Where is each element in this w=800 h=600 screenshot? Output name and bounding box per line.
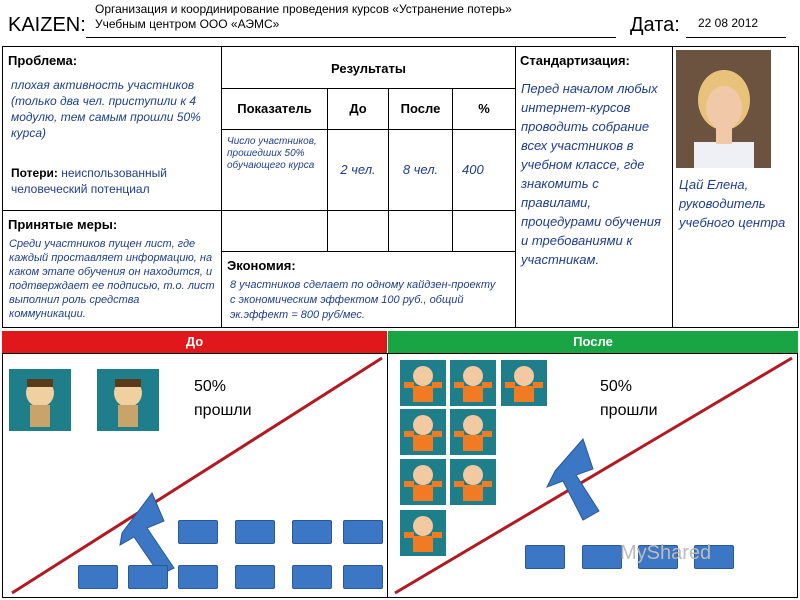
- student-figure-icon: [450, 409, 496, 455]
- after-diagonal: [394, 356, 793, 595]
- after-percent-text: прошли: [600, 402, 658, 419]
- col-after-label: После: [400, 101, 441, 116]
- row-before-cell: 2 чел.: [327, 129, 389, 211]
- module-block: [582, 545, 622, 569]
- module-block: [343, 565, 383, 589]
- problem-heading: Проблема:: [8, 53, 78, 68]
- person-box: Цай Елена, руководитель учебного центра: [672, 46, 799, 328]
- after-arrow-icon: [545, 438, 600, 521]
- row-percent-cell: 400: [452, 129, 516, 211]
- before-percent: 50%: [194, 378, 227, 395]
- col-after: После: [388, 88, 453, 130]
- kaizen-label: KAIZEN:: [8, 14, 86, 36]
- student-figure-icon: [400, 409, 446, 455]
- col-indicator: Показатель: [221, 88, 328, 130]
- row-after: 8 чел.: [402, 162, 439, 177]
- student-figure-icon: [400, 510, 446, 556]
- results-heading-cell: Результаты: [221, 46, 516, 89]
- empty-cell-3: [388, 210, 453, 252]
- row-after-cell: 8 чел.: [388, 129, 453, 211]
- problem-box: Проблема: плохая активность участников (…: [2, 46, 222, 211]
- before-band: До: [2, 331, 387, 353]
- row-indicator: Число участников, прошедших 50% обучающе…: [227, 136, 317, 171]
- empty-cell-1: [221, 210, 328, 252]
- project-title-line1: Организация и координирование проведения…: [95, 2, 512, 16]
- losses-text: неиспользованный человеческий потенциал: [11, 166, 167, 196]
- student-figure-icon: [501, 360, 547, 406]
- module-block: [292, 565, 332, 589]
- student-figure-icon: [450, 360, 496, 406]
- col-percent-label: %: [478, 101, 490, 116]
- project-title: Организация и координирование проведения…: [95, 2, 615, 32]
- measures-box: Принятые меры: Среди участников пущен ли…: [2, 210, 222, 328]
- module-block: [78, 565, 118, 589]
- module-block: [235, 565, 275, 589]
- date-label: Дата:: [630, 14, 680, 36]
- person-caption: Цай Елена, руководитель учебного центра: [679, 177, 786, 230]
- module-block: [343, 520, 383, 544]
- module-block: [525, 545, 565, 569]
- project-title-line2: Учебным центром ООО «АЭМС»: [95, 17, 280, 31]
- empty-cell-4: [452, 210, 516, 252]
- student-figure-icon: [450, 459, 496, 505]
- losses-label: Потери:: [11, 166, 58, 180]
- results-heading: Результаты: [331, 61, 406, 76]
- student-figure-icon: [9, 369, 71, 431]
- economy-box: Экономия: 8 участников сделает по одному…: [221, 251, 516, 328]
- module-block: [235, 520, 275, 544]
- watermark-logo: MyShared: [620, 542, 712, 564]
- module-block: [178, 520, 218, 544]
- after-panel: [387, 353, 798, 598]
- losses-block: Потери: неиспользованный человеческий по…: [11, 165, 216, 197]
- student-figure-icon: [97, 369, 159, 431]
- row-before: 2 чел.: [340, 162, 376, 177]
- before-diagonal: [11, 356, 383, 595]
- standardization-heading: Стандартизация:: [520, 53, 630, 68]
- row-indicator-cell: Число участников, прошедших 50% обучающе…: [221, 129, 328, 211]
- before-arrow-icon: [119, 492, 175, 576]
- standardization-text: Перед началом любых интернет-курсов пров…: [521, 81, 661, 267]
- module-block: [128, 565, 168, 589]
- module-block: [638, 545, 678, 569]
- measures-heading: Принятые меры:: [8, 217, 118, 232]
- date-value: 22 08 2012: [698, 16, 759, 30]
- empty-cell-2: [327, 210, 389, 252]
- title-underline: [86, 37, 616, 38]
- date-underline: [686, 37, 786, 38]
- module-block: [694, 545, 734, 569]
- before-percent-text: прошли: [194, 402, 252, 419]
- col-before: До: [327, 88, 389, 130]
- standardization-box: Стандартизация: Перед началом любых инте…: [515, 46, 673, 328]
- row-percent: 400: [462, 162, 484, 177]
- col-percent: %: [452, 88, 516, 130]
- problem-text: плохая активность участников (только два…: [11, 78, 201, 140]
- module-block: [292, 520, 332, 544]
- after-percent: 50%: [600, 378, 633, 395]
- student-figure-icon: [400, 459, 446, 505]
- module-block: [178, 565, 218, 589]
- person-photo: [676, 50, 771, 168]
- col-indicator-label: Показатель: [237, 101, 312, 116]
- after-band: После: [388, 331, 798, 353]
- economy-heading: Экономия:: [227, 258, 296, 273]
- person-portrait-icon: [676, 50, 771, 168]
- col-before-label: До: [349, 101, 367, 116]
- measures-text: Среди участников пущен лист, где каждый …: [9, 238, 215, 320]
- economy-text: 8 участников сделает по одному кайдзен-п…: [230, 279, 496, 321]
- student-figure-icon: [400, 360, 446, 406]
